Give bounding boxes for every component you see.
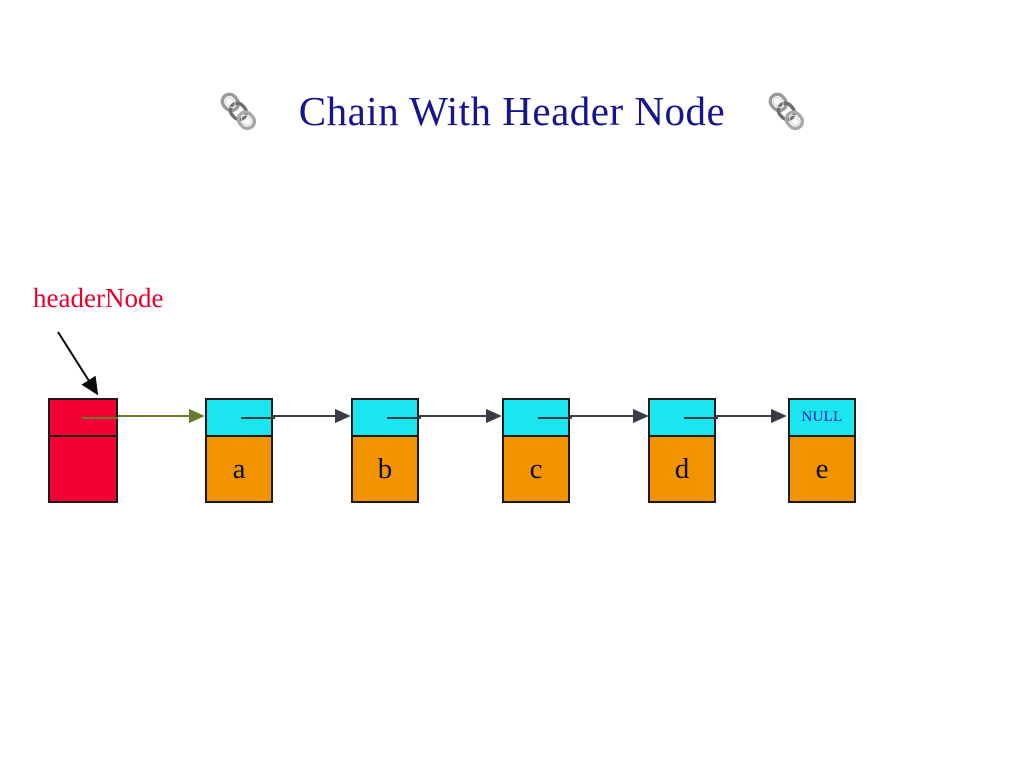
link-stub-icon	[684, 417, 718, 419]
link-stub-icon	[241, 417, 275, 419]
list-node-b[interactable]: b	[351, 398, 421, 503]
arrow-header-to-a	[118, 409, 208, 423]
slide-title-row: Chain With Header Node	[0, 78, 1024, 144]
list-node-c[interactable]: c	[502, 398, 572, 503]
node-data-value: a	[207, 437, 271, 501]
header-node-label: headerNode	[33, 283, 164, 313]
link-stub-icon	[538, 417, 572, 419]
node-data-value: c	[504, 437, 568, 501]
node-link-field	[353, 400, 421, 437]
node-data-value: e	[790, 437, 854, 501]
link-stub-icon	[387, 417, 421, 419]
node-data-value: d	[650, 437, 714, 501]
node-link-field	[504, 400, 572, 437]
list-node-e[interactable]: NULL e	[788, 398, 856, 503]
list-node-a[interactable]: a	[205, 398, 275, 503]
null-label: NULL	[801, 409, 843, 425]
header-node[interactable]	[48, 398, 118, 503]
header-node-pointer-arrow-icon	[57, 331, 99, 396]
header-node-data-field	[50, 437, 116, 501]
link-stub-icon	[82, 417, 118, 419]
page-title: Chain With Header Node	[298, 87, 726, 134]
arrow-a-to-b	[272, 409, 354, 423]
arrow-c-to-d	[570, 409, 652, 423]
arrow-d-to-e	[716, 409, 790, 423]
node-data-value: b	[353, 437, 417, 501]
header-node-link-field	[50, 400, 118, 437]
chain-link-icon	[768, 92, 805, 131]
node-link-field-null: NULL	[790, 400, 854, 437]
chain-link-icon	[220, 92, 256, 131]
node-link-field	[207, 400, 275, 437]
arrow-b-to-c	[419, 409, 505, 423]
node-link-field	[650, 400, 718, 437]
list-node-d[interactable]: d	[648, 398, 718, 503]
